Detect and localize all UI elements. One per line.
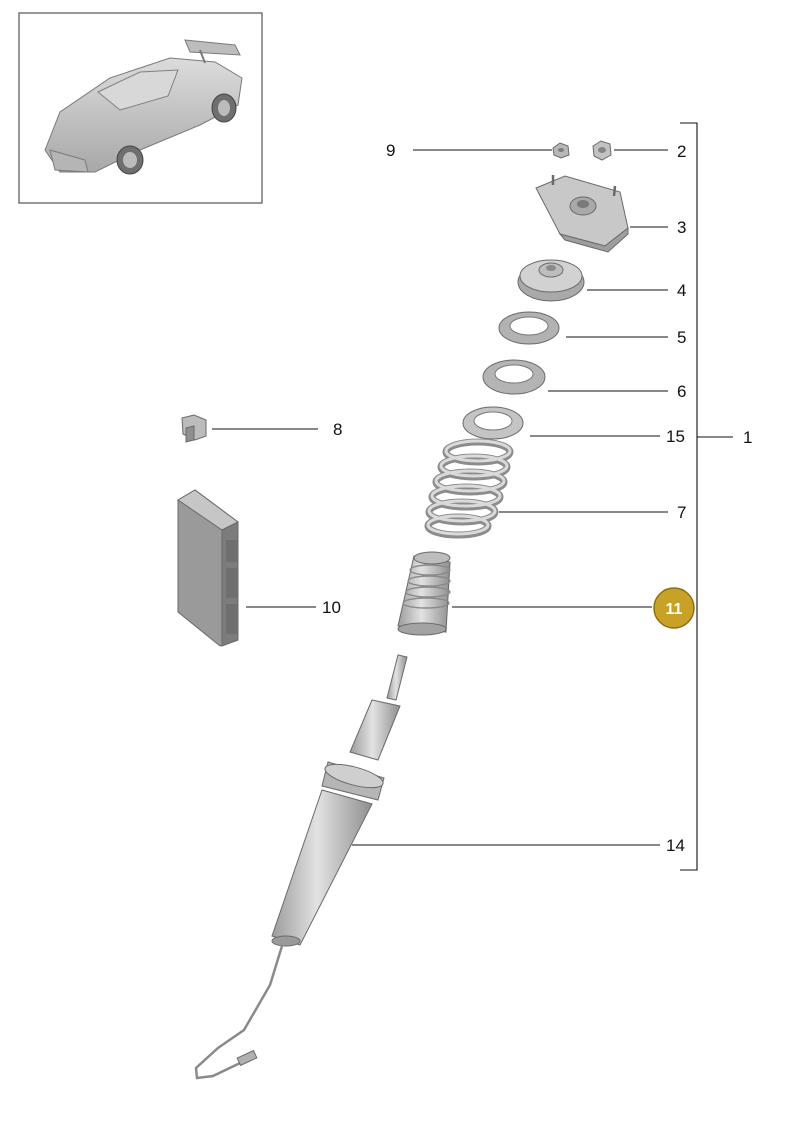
callout-2[interactable]: 2 (677, 142, 686, 161)
sports-car-icon (44, 39, 243, 175)
part-14-shock-absorber[interactable] (194, 654, 660, 1080)
callout-4[interactable]: 4 (677, 281, 686, 300)
callout-6[interactable]: 6 (677, 382, 686, 401)
vehicle-thumbnail[interactable] (18, 12, 263, 204)
part-15-ring[interactable] (462, 406, 660, 440)
control-unit-icon (177, 489, 239, 647)
bellows-icon (397, 551, 451, 636)
nut-icon (552, 142, 570, 159)
clip-icon (181, 414, 207, 443)
group-bracket (680, 122, 733, 871)
callout-3[interactable]: 3 (677, 218, 686, 237)
part-9-nut[interactable] (413, 142, 570, 159)
part-11-bellows[interactable] (397, 551, 652, 636)
callout-9[interactable]: 9 (386, 141, 395, 160)
callout-10[interactable]: 10 (322, 598, 341, 617)
callout-15[interactable]: 15 (666, 427, 685, 446)
part-2-nut[interactable] (592, 140, 668, 161)
ring-icon (498, 311, 560, 345)
callout-11-highlight[interactable]: 11 (653, 587, 695, 629)
callout-7[interactable]: 7 (677, 503, 686, 522)
callout-14[interactable]: 14 (666, 836, 685, 855)
spring-pad-icon (482, 359, 546, 395)
part-8-clip[interactable] (181, 414, 318, 443)
bump-stop-cup-icon (517, 259, 585, 302)
callout-1[interactable]: 1 (743, 428, 752, 447)
callout-8[interactable]: 8 (333, 420, 342, 439)
part-3-top-mount[interactable] (535, 175, 668, 253)
part-7-coil-spring[interactable] (424, 438, 668, 539)
part-10-control-unit[interactable] (177, 489, 316, 647)
callout-5[interactable]: 5 (677, 328, 686, 347)
top-mount-icon (535, 175, 629, 253)
callout-11: 11 (666, 601, 683, 618)
part-6-spring-pad[interactable] (482, 359, 668, 395)
shock-absorber-icon (194, 654, 408, 1080)
part-5-ring[interactable] (498, 311, 668, 345)
ring-icon (462, 406, 524, 440)
part-4-cup[interactable] (517, 259, 668, 302)
nut-icon (592, 140, 612, 161)
